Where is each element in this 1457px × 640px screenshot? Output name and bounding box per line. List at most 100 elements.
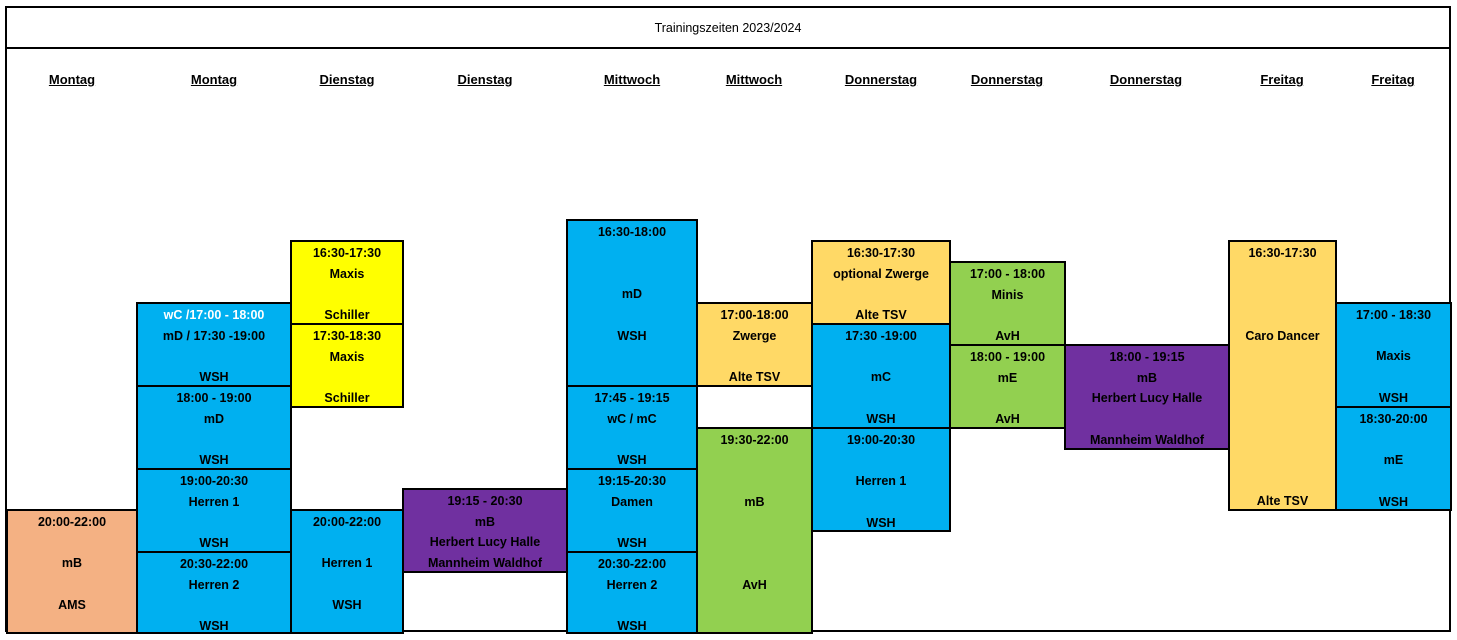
slot-line: Damen xyxy=(611,494,653,509)
slot-line: 16:30-17:30 xyxy=(846,246,916,260)
slot-line: AMS xyxy=(58,597,86,612)
slot-line: Schiller xyxy=(324,308,370,323)
day-header-0: Montag xyxy=(48,72,96,87)
day-header-1: Montag xyxy=(190,72,238,87)
day-header-7: Donnerstag xyxy=(970,72,1044,87)
slot-line: Herbert Lucy Halle xyxy=(1091,391,1203,406)
slot-line: WSH xyxy=(617,328,647,343)
slot-line: WSH xyxy=(199,536,229,551)
slot-line: WSH xyxy=(866,515,896,530)
slot-line: Herren 2 xyxy=(188,577,240,592)
slot-line: 16:30-17:30 xyxy=(312,246,382,260)
slot-line: AvH xyxy=(995,329,1020,344)
day-header-8: Donnerstag xyxy=(1109,72,1183,87)
slot-line: WSH xyxy=(199,619,229,634)
slot-line: mE xyxy=(1383,453,1404,468)
slot-line: mE xyxy=(997,370,1018,385)
slot-line: 17:00 - 18:00 xyxy=(969,267,1046,281)
day-header-9: Freitag xyxy=(1260,72,1304,87)
slot-line: 19:15 - 20:30 xyxy=(447,494,523,508)
slot-line: Maxis xyxy=(1376,349,1411,364)
slot-line: Herren 1 xyxy=(855,474,907,489)
slot-line: Alte TSV xyxy=(1256,494,1309,509)
slot-line: WSH xyxy=(866,411,896,426)
slot-line: 17:00-18:00 xyxy=(720,308,789,322)
training-slot-10: 17:45 - 19:15 wC / mC WSH xyxy=(566,385,698,470)
slot-line: mD / 17:30 -19:00 xyxy=(162,328,266,343)
slot-line: 19:30-22:00 xyxy=(720,433,789,447)
slot-line: 19:15-20:30 xyxy=(597,474,667,488)
slot-line: 17:30 -19:00 xyxy=(845,329,917,343)
slot-line: mB xyxy=(61,556,83,571)
slot-line: Zwerge xyxy=(732,328,777,343)
slot-line: wC /17:00 - 18:00 xyxy=(163,308,265,322)
slot-line: mC xyxy=(870,370,892,385)
slot-line: mB xyxy=(474,514,496,529)
slot-line: Herren 1 xyxy=(188,494,240,509)
slot-line: WSH xyxy=(617,619,647,634)
day-header-10: Freitag xyxy=(1371,72,1415,87)
slot-line: WSH xyxy=(617,453,647,468)
training-slot-2: 18:00 - 19:00 mD WSH xyxy=(136,385,292,470)
slot-line: Alte TSV xyxy=(728,370,781,385)
training-slot-9: 16:30-18:00 mD WSH xyxy=(566,219,698,387)
slot-line: wC / mC xyxy=(607,411,657,426)
slot-line: Maxis xyxy=(329,349,365,364)
slot-line: WSH xyxy=(1378,390,1409,405)
day-header-6: Donnerstag xyxy=(844,72,918,87)
slot-line: mB xyxy=(1136,370,1158,385)
slot-line: WSH xyxy=(199,370,229,385)
slot-line: 20:30-22:00 xyxy=(597,557,667,571)
slot-line: 18:30-20:00 xyxy=(1359,412,1428,426)
slot-line: 18:00 - 19:15 xyxy=(1109,350,1185,364)
slot-line: Herbert Lucy Halle xyxy=(429,535,541,550)
title-text: Trainingszeiten 2023/2024 xyxy=(654,20,802,35)
slot-line: WSH xyxy=(617,536,647,551)
day-header-5: Mittwoch xyxy=(725,72,783,87)
training-slot-0: 20:00-22:00 mB AMS xyxy=(6,509,138,634)
slot-line: Caro Dancer xyxy=(1245,328,1320,343)
slot-line: mD xyxy=(203,411,225,426)
day-header-2: Dienstag xyxy=(319,72,375,87)
slot-line: WSH xyxy=(332,597,362,612)
slot-line: 17:00 - 18:30 xyxy=(1355,308,1432,322)
schedule-title: Trainingszeiten 2023/2024 xyxy=(5,6,1451,49)
slot-line: Mannheim Waldhof xyxy=(1089,432,1205,447)
day-header-3: Dienstag xyxy=(457,72,513,87)
slot-line: 16:30-18:00 xyxy=(597,225,667,239)
slot-line: Minis xyxy=(991,287,1024,302)
slot-line: WSH xyxy=(199,453,229,468)
slot-line: 17:45 - 19:15 xyxy=(594,391,670,405)
slot-line: mD xyxy=(621,287,643,302)
slot-line: mB xyxy=(744,495,765,510)
slot-line: 19:00-20:30 xyxy=(846,433,916,447)
training-slot-16: 17:30 -19:00 mC WSH xyxy=(811,323,951,429)
slot-line: Alte TSV xyxy=(855,308,907,323)
training-slot-23: 18:30-20:00 mE WSH xyxy=(1335,406,1452,511)
slot-line: 18:00 - 19:00 xyxy=(176,391,252,405)
slot-line: 18:00 - 19:00 xyxy=(969,350,1046,364)
slot-line: 17:30-18:30 xyxy=(312,329,382,343)
slot-line: Herren 1 xyxy=(321,556,373,571)
slot-line: 19:00-20:30 xyxy=(179,474,249,488)
slot-line: WSH xyxy=(1378,494,1409,509)
slot-line: Maxis xyxy=(329,266,365,281)
slot-line: 20:00-22:00 xyxy=(37,515,107,529)
slot-line: Mannheim Waldhof xyxy=(427,556,543,571)
